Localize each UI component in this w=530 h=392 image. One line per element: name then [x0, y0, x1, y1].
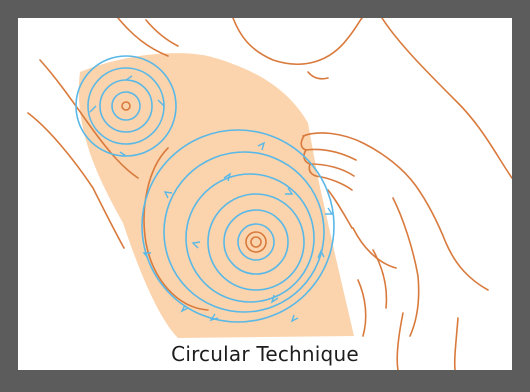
illustration-caption: Circular Technique: [18, 342, 512, 366]
illustration-panel: Circular Technique: [18, 18, 512, 370]
circular-technique-illustration: [18, 18, 512, 370]
exam-area-shading: [79, 53, 354, 338]
